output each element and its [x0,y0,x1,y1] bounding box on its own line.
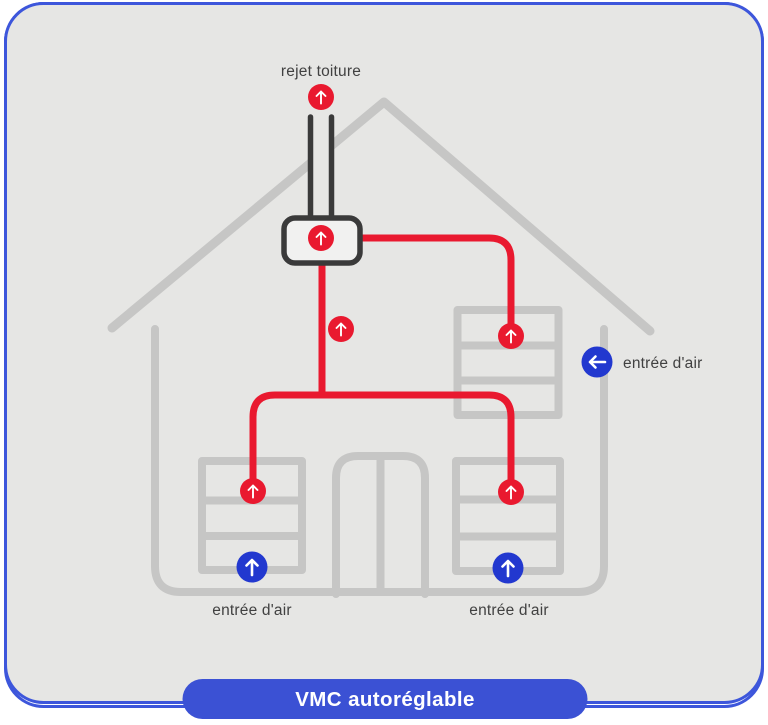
badge-pill-shape [182,679,588,719]
air-inlet-label-lower-left: entrée d'air [212,602,291,619]
extraction-vent-lower-right-icon [497,478,525,506]
air-inlet-label-lower-right: entrée d'air [469,602,548,619]
air-inlet-lower-right-icon [491,551,525,585]
roof-exhaust-vent-icon [307,83,335,111]
chimney-walls [307,114,335,222]
vmc-type-badge-label: VMC autoréglable [295,688,475,711]
duct-to-upper-right-vent [352,234,515,334]
front-door [332,452,429,598]
duct-lower-branch [249,391,515,490]
duct-flow-indicator-icon [327,315,355,343]
air-inlet-lower-left-icon [235,550,269,584]
vmc-type-badge: VMC autoréglable [182,679,588,719]
house-roof [107,97,655,336]
vmc-unit-vent-icon [307,224,335,252]
air-inlet-right-icon [580,345,614,379]
roof-exhaust-label: rejet toiture [281,63,361,80]
air-inlet-label-right: entrée d'air [623,355,702,372]
panel-background [4,2,764,704]
extraction-vent-upper-right-icon [497,322,525,350]
chimney-duct [307,113,335,222]
extraction-vent-lower-left-icon [239,477,267,505]
extraction-ducts [249,234,515,490]
